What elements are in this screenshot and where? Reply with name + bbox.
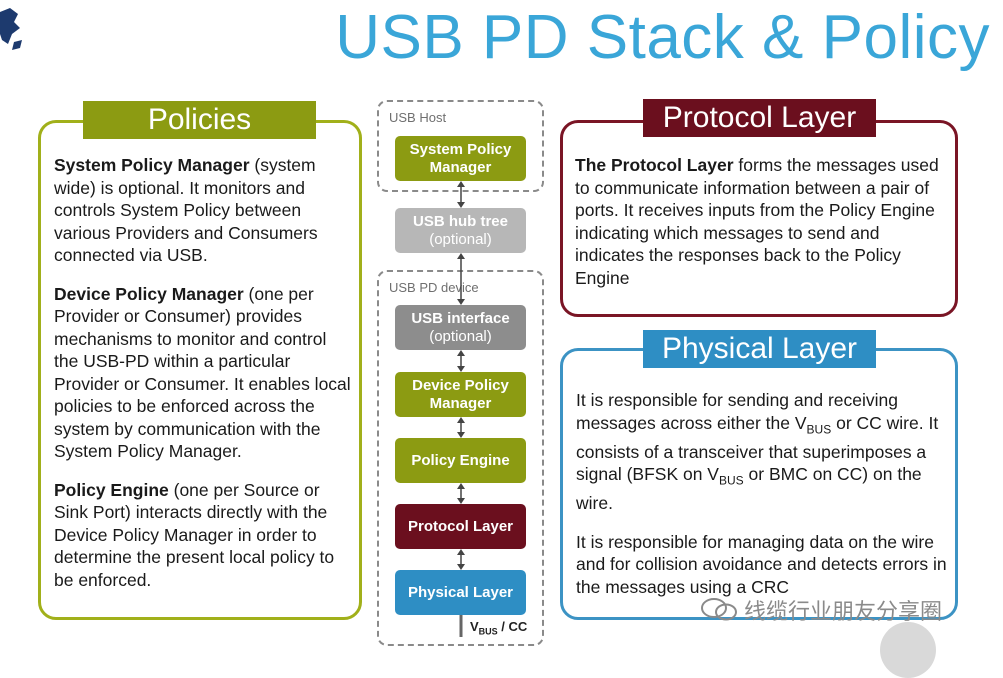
wechat-icon [701,598,737,621]
vbus-cc-label: VBUS / CC [470,619,528,637]
protocol-layer-box: Protocol Layer [395,504,526,549]
watermark-text: 线缆行业朋友分享圈 [744,599,943,624]
policies-panel [38,120,362,620]
physical-tab: Physical Layer [643,330,876,368]
protocol-term: The Protocol Layer [575,155,734,175]
usb-host-label: USB Host [389,110,447,125]
policies-tab: Policies [83,101,316,139]
policy-para-pe: Policy Engine (one per Source or Sink Po… [54,479,354,592]
usb-interface-box: USB interface(optional) [395,305,526,350]
vbus-line [459,615,463,637]
physical-layer-box: Physical Layer [395,570,526,615]
arrow-protocol-physical [457,549,465,570]
arrow-dpm-pe [457,417,465,438]
physical-body: It is responsible for sending and receiv… [576,389,950,598]
usb-hub-tree-box: USB hub tree(optional) [395,208,526,253]
pe-desc: (one per Source or Sink Port) interacts … [54,479,335,590]
dpm-term: Device Policy Manager [54,283,244,304]
spm-term: System Policy Manager [54,155,250,175]
protocol-desc: forms the messages used to communicate i… [575,155,939,288]
policy-para-spm: System Policy Manager (system wide) is o… [54,154,354,267]
spm-desc: (system wide) is optional. It monitors a… [54,155,318,265]
physical-para-2: It is responsible for managing data on t… [576,531,947,597]
decorative-circle [880,622,936,678]
policy-engine-box: Policy Engine [395,438,526,483]
arrow-hub-interface [457,253,465,305]
arrow-spm-hub [457,181,465,208]
dpm-desc: (one per Provider or Consumer) provides … [54,283,351,462]
arrow-pe-protocol [457,483,465,504]
protocol-panel [560,120,958,317]
arrow-interface-dpm [457,350,465,372]
physical-panel [560,348,958,620]
usb-pd-device-label: USB PD device [389,280,479,295]
protocol-tab: Protocol Layer [643,99,876,137]
protocol-body: The Protocol Layer forms the messages us… [575,154,949,289]
pe-term: Policy Engine [54,479,169,500]
physical-para-1: It is responsible for sending and receiv… [576,390,939,513]
logo-icon [0,8,22,50]
policies-body: System Policy Manager (system wide) is o… [54,154,354,591]
policy-para-dpm: Device Policy Manager (one per Provider … [54,283,354,463]
page-title: USB PD Stack & Policy [335,3,990,72]
